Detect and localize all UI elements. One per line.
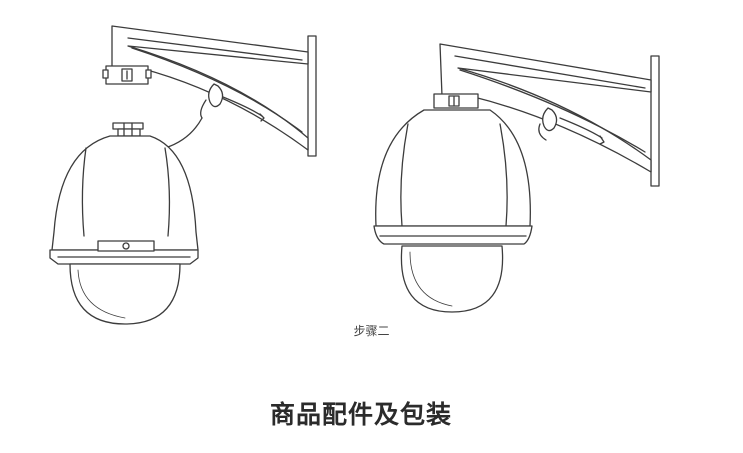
section-heading: 商品配件及包装 (269, 400, 452, 429)
step-caption: 步骤二 (353, 324, 390, 338)
installation-illustration (49, 25, 660, 325)
dome-camera-mounted-on-wall-bracket-icon (373, 43, 660, 313)
dome-camera-hanging-from-wall-bracket-icon (49, 25, 317, 325)
